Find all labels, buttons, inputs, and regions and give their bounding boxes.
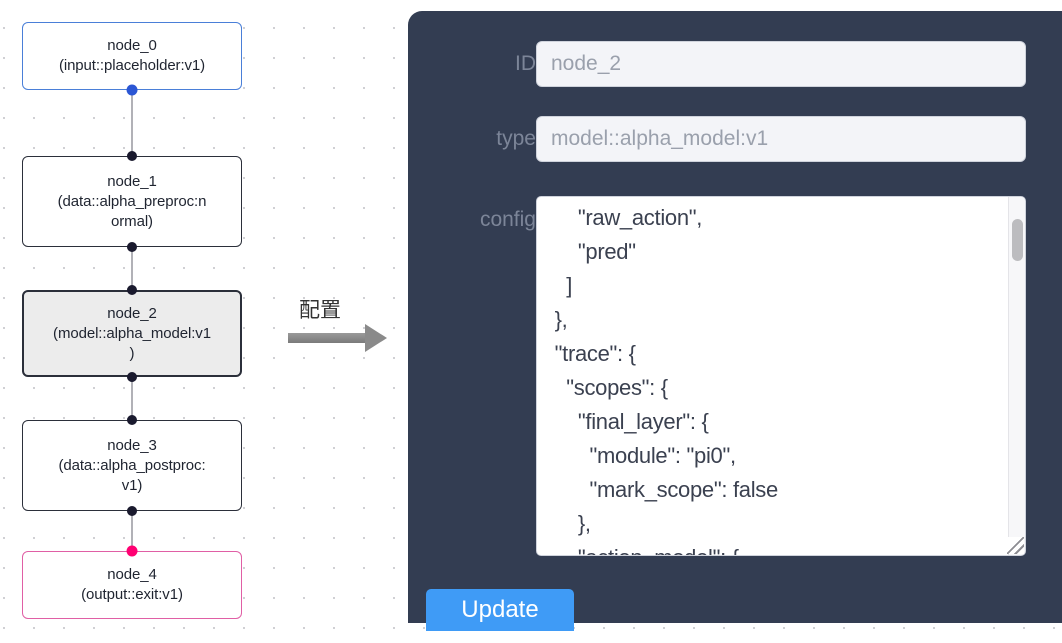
node-handle-target-node_1[interactable] <box>127 151 137 161</box>
id-input[interactable]: node_2 <box>536 41 1026 87</box>
node-handle-target-node_3[interactable] <box>127 415 137 425</box>
config-field-label: config <box>479 208 536 231</box>
config-scrollbar-thumb[interactable] <box>1012 219 1023 261</box>
node-handle-target-node_4[interactable] <box>126 545 138 557</box>
flow-node-node_1[interactable]: node_1 (data::alpha_preproc:n ormal) <box>22 156 242 247</box>
flow-node-node_2[interactable]: node_2 (model::alpha_model:v1 ) <box>22 290 242 377</box>
form-row-id: ID node_2 <box>408 41 1062 87</box>
flow-node-node_4[interactable]: node_4 (output::exit:v1) <box>22 551 242 619</box>
node-handle-source-node_0[interactable] <box>126 84 138 96</box>
node-handle-source-node_3[interactable] <box>127 506 137 516</box>
flow-node-label: node_1 (data::alpha_preproc:n ormal) <box>57 172 207 230</box>
flow-node-label: node_4 (output::exit:v1) <box>81 566 183 603</box>
type-input[interactable]: model::alpha_model:v1 <box>536 116 1026 162</box>
flow-node-label: node_0 (input::placeholder:v1) <box>58 37 206 74</box>
node-handle-source-node_1[interactable] <box>127 242 137 252</box>
update-button[interactable]: Update <box>426 589 574 631</box>
annotation-arrow-group: 配置 <box>285 296 405 366</box>
edge-node1-node2 <box>131 247 133 290</box>
config-textarea-wrapper[interactable]: "raw_action", "pred" ] }, "trace": { "sc… <box>536 196 1026 556</box>
edge-node2-node3 <box>131 377 133 420</box>
flow-node-node_3[interactable]: node_3 (data::alpha_postproc: v1) <box>22 420 242 511</box>
node-handle-target-node_2[interactable] <box>127 285 137 295</box>
config-scrollbar[interactable] <box>1008 197 1025 555</box>
flow-node-label: node_2 (model::alpha_model:v1 ) <box>53 304 211 362</box>
id-field-label: ID <box>515 52 536 75</box>
flow-node-label: node_3 (data::alpha_postproc: v1) <box>58 436 206 494</box>
arrow-icon <box>288 333 368 343</box>
arrow-head-icon <box>365 324 387 352</box>
edge-node3-node4 <box>131 511 133 551</box>
node-handle-source-node_2[interactable] <box>127 372 137 382</box>
resize-handle-icon[interactable] <box>1007 537 1024 554</box>
edge-node0-node1 <box>131 90 133 156</box>
flow-node-node_0[interactable]: node_0 (input::placeholder:v1) <box>22 22 242 90</box>
node-config-panel: ID node_2 type model::alpha_model:v1 con… <box>408 11 1062 631</box>
form-row-config: config "raw_action", "pred" ] }, "trace"… <box>408 196 1062 556</box>
annotation-label: 配置 <box>299 298 341 322</box>
form-row-type: type model::alpha_model:v1 <box>408 116 1062 162</box>
type-field-label: type <box>496 127 536 150</box>
config-textarea[interactable]: "raw_action", "pred" ] }, "trace": { "sc… <box>554 205 779 555</box>
